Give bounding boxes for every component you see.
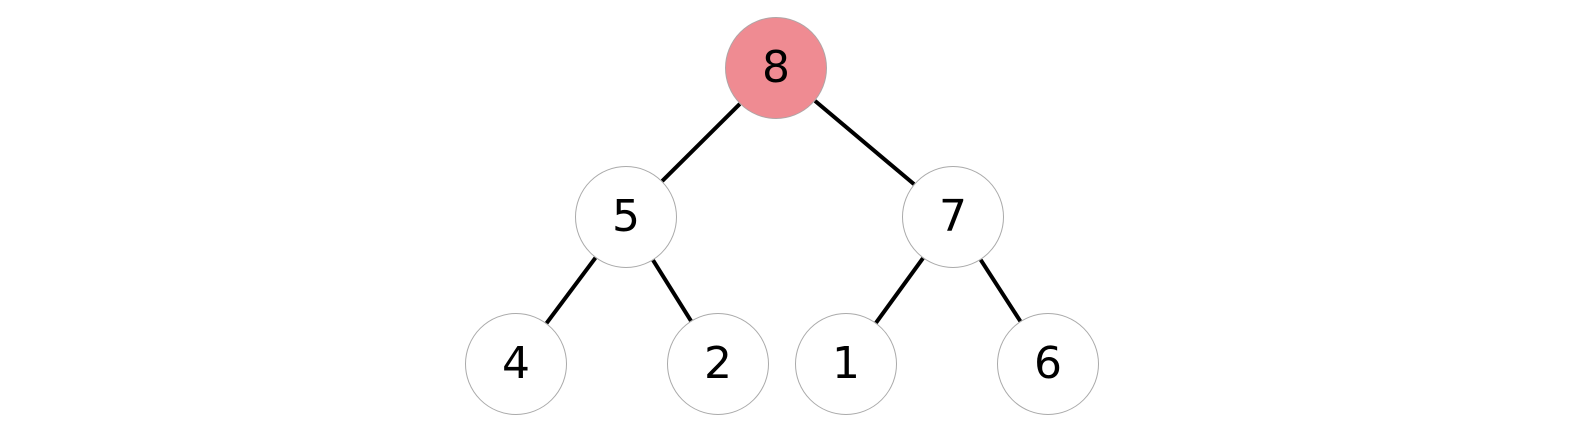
tree-node-8[interactable]: 8 bbox=[725, 17, 827, 119]
tree-edge bbox=[660, 102, 742, 183]
tree-node-4[interactable]: 4 bbox=[465, 313, 567, 415]
tree-edge bbox=[651, 259, 693, 322]
tree-edge bbox=[979, 258, 1022, 323]
tree-node-label: 1 bbox=[832, 338, 860, 389]
tree-node-label: 7 bbox=[939, 191, 967, 242]
tree-node-label: 2 bbox=[704, 338, 732, 389]
tree-node-2[interactable]: 2 bbox=[667, 313, 769, 415]
tree-node-6[interactable]: 6 bbox=[997, 313, 1099, 415]
tree-node-label: 5 bbox=[612, 191, 640, 242]
tree-edge bbox=[544, 256, 598, 325]
tree-edge bbox=[813, 99, 916, 186]
tree-node-label: 6 bbox=[1034, 338, 1062, 389]
tree-node-7[interactable]: 7 bbox=[902, 166, 1004, 268]
tree-edge bbox=[874, 257, 925, 324]
tree-node-5[interactable]: 5 bbox=[575, 166, 677, 268]
tree-node-1[interactable]: 1 bbox=[795, 313, 897, 415]
tree-node-label: 4 bbox=[502, 338, 530, 389]
tree-node-label: 8 bbox=[762, 42, 790, 93]
